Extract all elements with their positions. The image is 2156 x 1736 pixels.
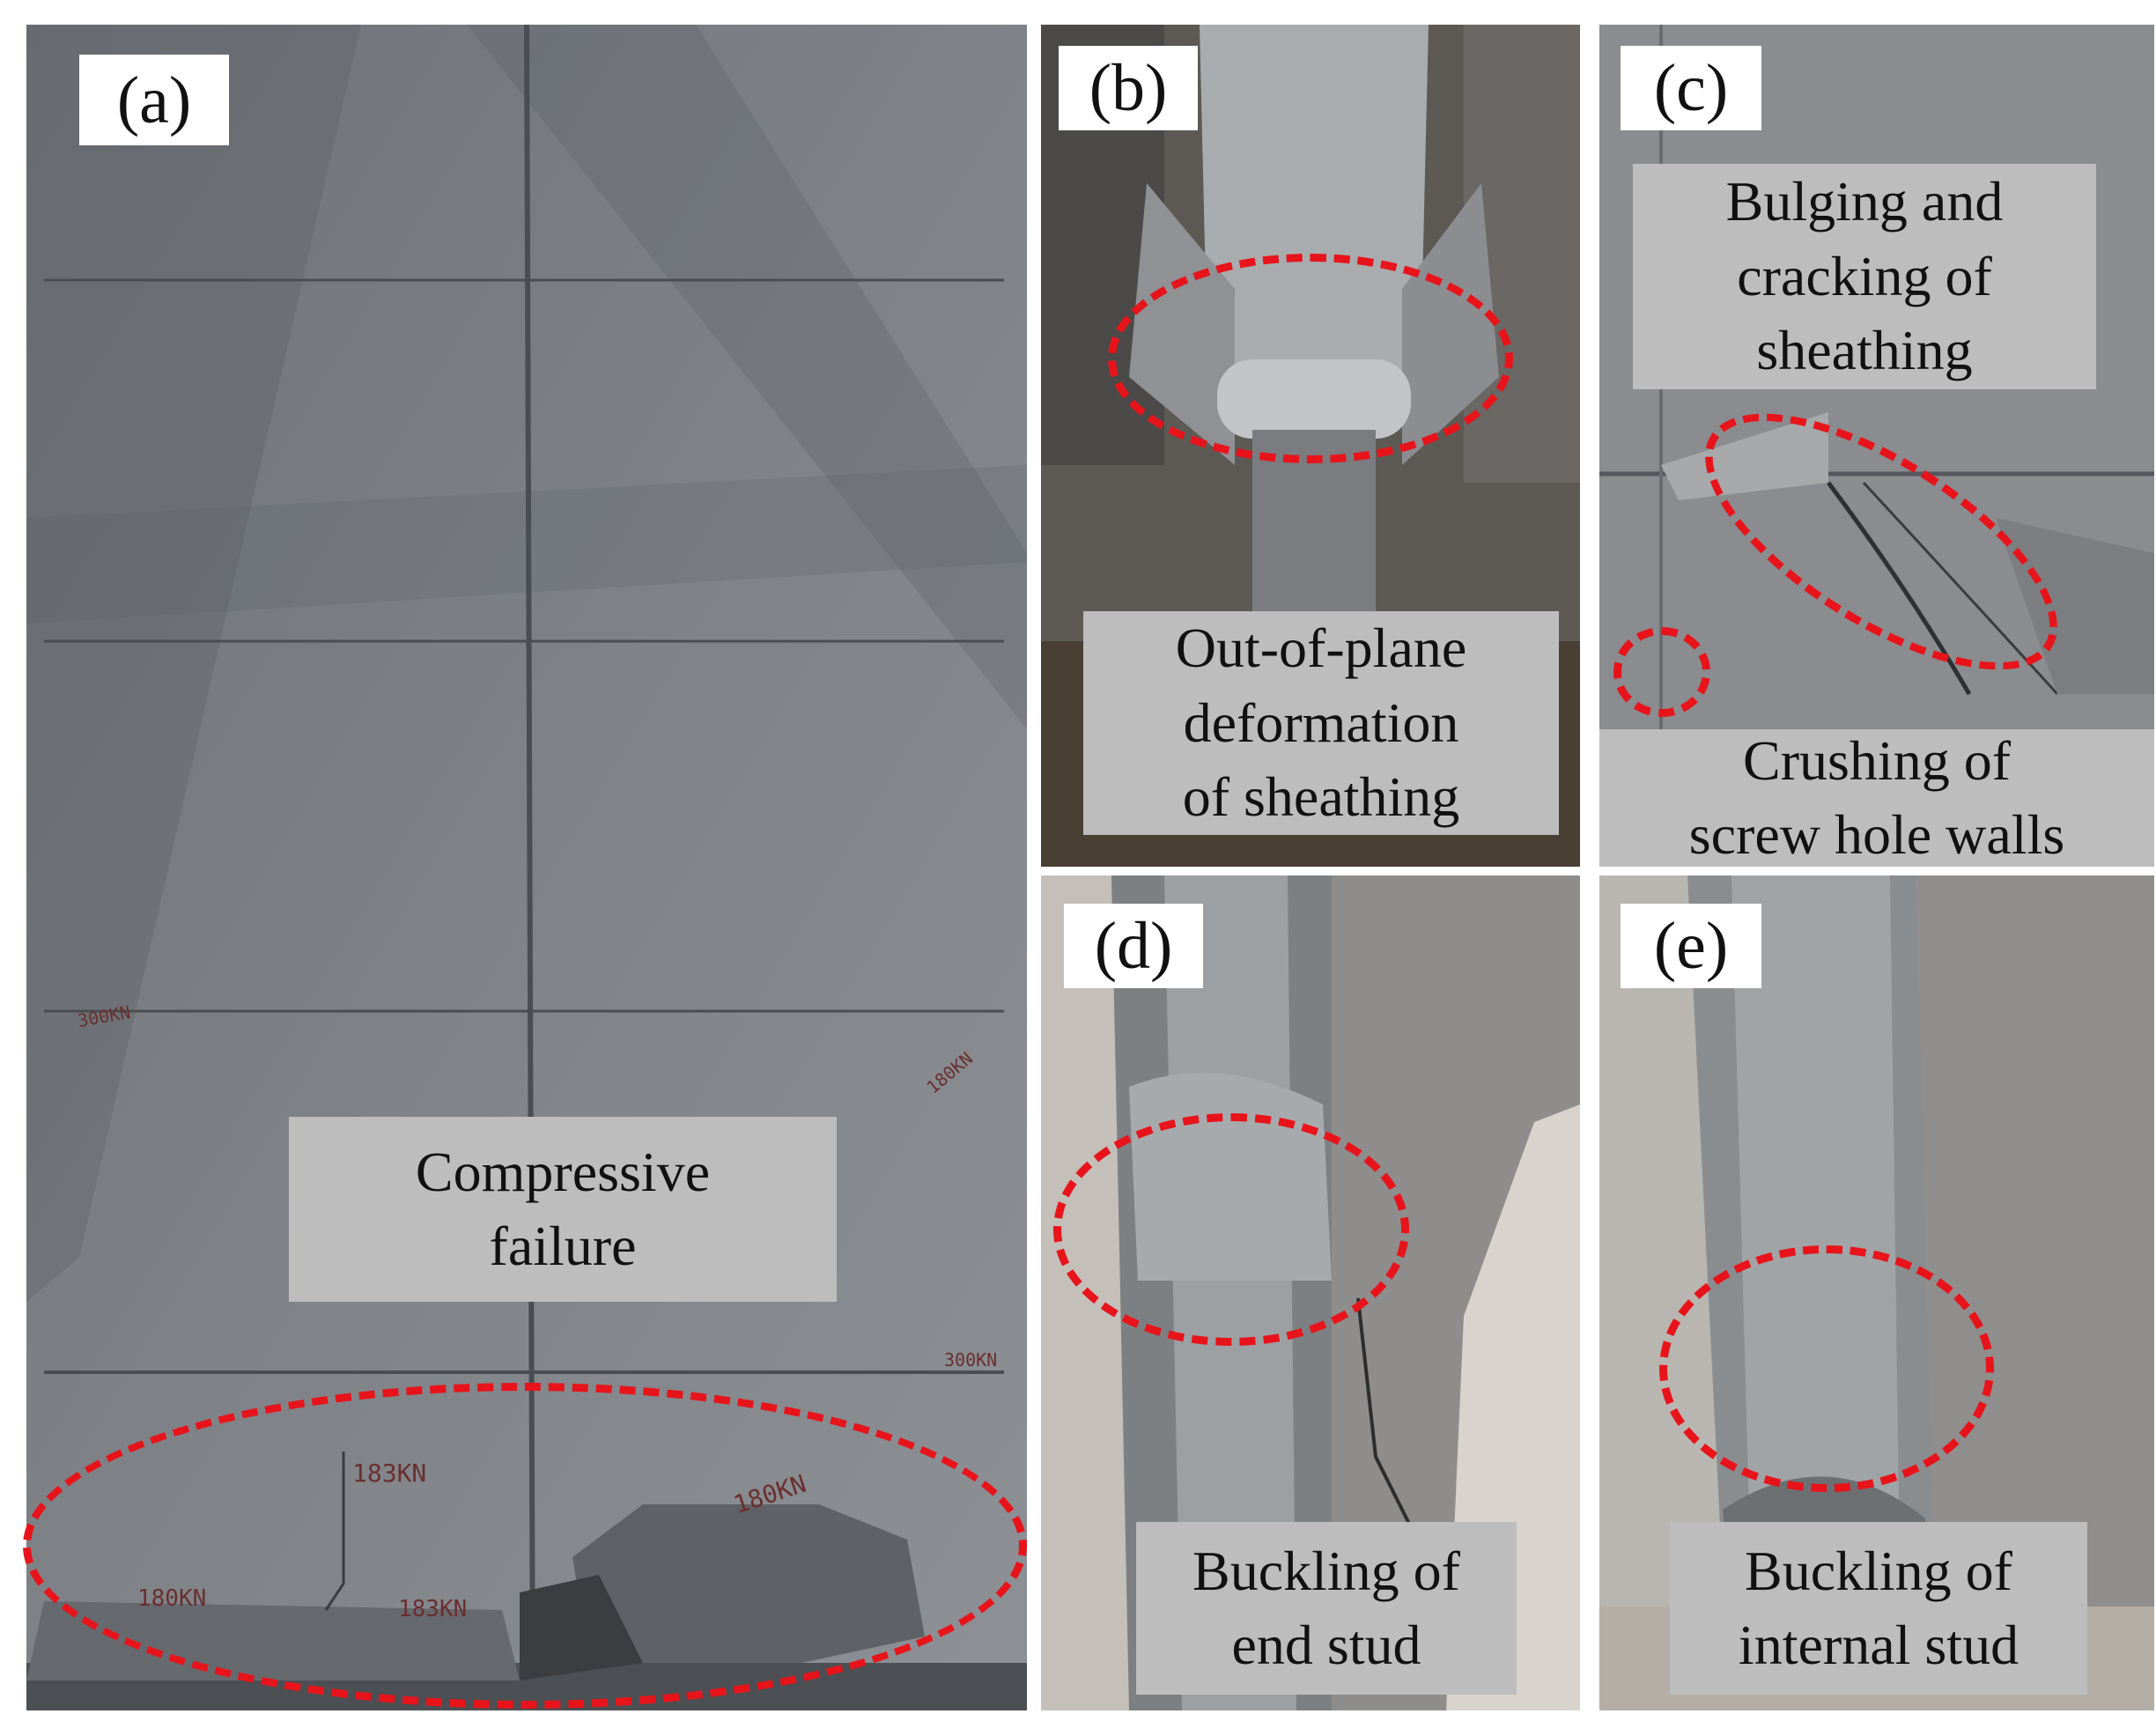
panel-c-caption-top-line-2: cracking of [1737, 244, 1992, 307]
panel-c-caption-top-line-1: Bulging and [1725, 170, 2004, 233]
panel-b-caption-line-1: Out-of-plane [1175, 617, 1467, 680]
panel-c-screw-hole-highlight [1613, 627, 1710, 717]
panel-e-caption-line-1: Buckling of [1745, 1539, 2012, 1602]
panel-c-label: (c) [1621, 46, 1761, 130]
panel-c-caption-bottom-line-1: Crushing of [1743, 728, 2011, 792]
panel-d-caption: Buckling of end stud [1136, 1522, 1517, 1695]
panel-d-label: (d) [1064, 904, 1203, 988]
panel-b-caption: Out-of-plane deformation of sheathing [1083, 611, 1559, 835]
panel-a-failure-highlight [23, 1383, 1027, 1709]
panel-e-label: (e) [1621, 904, 1761, 988]
panel-e-caption: Buckling of internal stud [1670, 1522, 2087, 1695]
panel-a-label: (a) [79, 55, 229, 145]
panel-b-caption-line-3: of sheathing [1182, 765, 1460, 829]
panel-c-caption-bottom-line-2: screw hole walls [1688, 803, 2065, 866]
panel-e-caption-line-2: internal stud [1738, 1614, 2019, 1676]
handwritten-mark-7: 180KN [137, 1585, 207, 1612]
panel-b-caption-line-2: deformation [1183, 691, 1459, 754]
handwritten-mark-4: 183KN [352, 1459, 427, 1488]
panel-a-caption: Compressive failure [289, 1117, 837, 1302]
handwritten-mark-3: 300KN [944, 1349, 998, 1370]
panel-c-caption-top-line-3: sheathing [1756, 319, 1973, 382]
panel-b-label: (b) [1059, 46, 1198, 130]
panel-a-caption-line-1: Compressive [415, 1140, 711, 1203]
panel-c-caption-bottom: Crushing of screw hole walls [1599, 729, 2154, 867]
panel-c-caption-top: Bulging and cracking of sheathing [1633, 164, 2096, 389]
panel-b-deformation-highlight [1108, 254, 1513, 463]
panel-a-caption-line-2: failure [489, 1215, 637, 1277]
panel-d-caption-line-1: Buckling of [1192, 1539, 1460, 1602]
panel-d-buckling-highlight [1053, 1113, 1409, 1346]
panel-d-caption-line-2: end stud [1231, 1614, 1421, 1676]
panel-e-buckling-highlight [1659, 1245, 1994, 1492]
handwritten-mark-6: 183KN [398, 1596, 468, 1622]
